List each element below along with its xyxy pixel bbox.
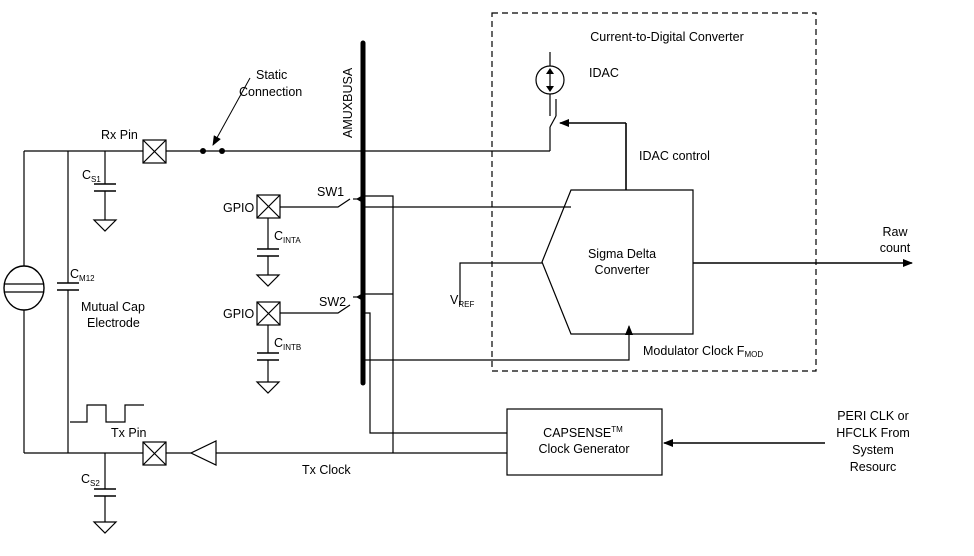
rx-pin-label: Rx Pin: [101, 128, 138, 142]
peri-clk-label-4: Resourc: [850, 460, 897, 474]
gpio-1-pin: [256, 194, 281, 219]
mutual-cap-electrode: [3, 150, 143, 454]
tx-pin: [142, 441, 167, 466]
peri-clk-label-3: System: [852, 443, 894, 457]
sigma-delta-converter: [541, 189, 694, 335]
gpio-1-label: GPIO: [223, 201, 255, 215]
static-connection-dot-2: [219, 148, 225, 154]
static-connection-label-1: Static: [256, 68, 287, 82]
cinta-label: CINTA: [274, 229, 301, 245]
cintb-capacitor: [255, 325, 281, 394]
cdc-title: Current-to-Digital Converter: [590, 30, 744, 44]
tx-square-wave-icon: [70, 404, 144, 423]
capsense-clock-generator: [506, 408, 663, 476]
cs1-label: CS1: [82, 168, 101, 184]
idac-current-source: [535, 52, 565, 116]
cdc-dashed-boundary: [491, 12, 817, 372]
sigma-delta-label-1: Sigma Delta: [588, 247, 656, 261]
gpio-2-label: GPIO: [223, 307, 255, 321]
capsense-gen-label-2: Clock Generator: [538, 442, 629, 456]
amuxbusa-label: AMUXBUSA: [341, 67, 355, 138]
gpio-2-pin: [256, 301, 281, 326]
modulator-clock-label: Modulator Clock FMOD: [643, 344, 763, 359]
cs1-capacitor: [92, 151, 118, 232]
cintb-label: CINTB: [274, 336, 301, 352]
rx-pin: [142, 139, 167, 164]
sw1-label: SW1: [317, 185, 344, 199]
idac-label: IDAC: [589, 66, 619, 80]
tx-clock-label: Tx Clock: [302, 463, 351, 477]
mutual-cap-label-1: Mutual Cap: [81, 300, 145, 314]
cm12-capacitor: [57, 151, 79, 453]
idac-control-label: IDAC control: [639, 149, 710, 163]
capsense-gen-label-1: CAPSENSETM: [543, 425, 623, 440]
vref-label: VREF: [450, 293, 474, 309]
static-connection-label-2: Connection: [239, 85, 302, 99]
sw2-label: SW2: [319, 295, 346, 309]
static-connection-pointer: [212, 77, 251, 146]
raw-count-label-1: Raw: [882, 225, 908, 239]
raw-count-label-2: count: [880, 241, 911, 255]
cm12-label: CM12: [70, 267, 95, 283]
tx-pin-label: Tx Pin: [111, 426, 146, 440]
peri-clk-label-2: HFCLK From: [836, 426, 910, 440]
cinta-capacitor: [255, 218, 281, 287]
cs2-label: CS2: [81, 472, 100, 488]
peri-clk-label-1: PERI CLK or: [837, 409, 909, 423]
mutual-cap-label-2: Electrode: [87, 316, 140, 330]
sigma-delta-label-2: Converter: [595, 263, 650, 277]
tx-buffer: [189, 440, 217, 466]
static-connection-dot-1: [200, 148, 206, 154]
cs2-capacitor: [92, 453, 118, 534]
